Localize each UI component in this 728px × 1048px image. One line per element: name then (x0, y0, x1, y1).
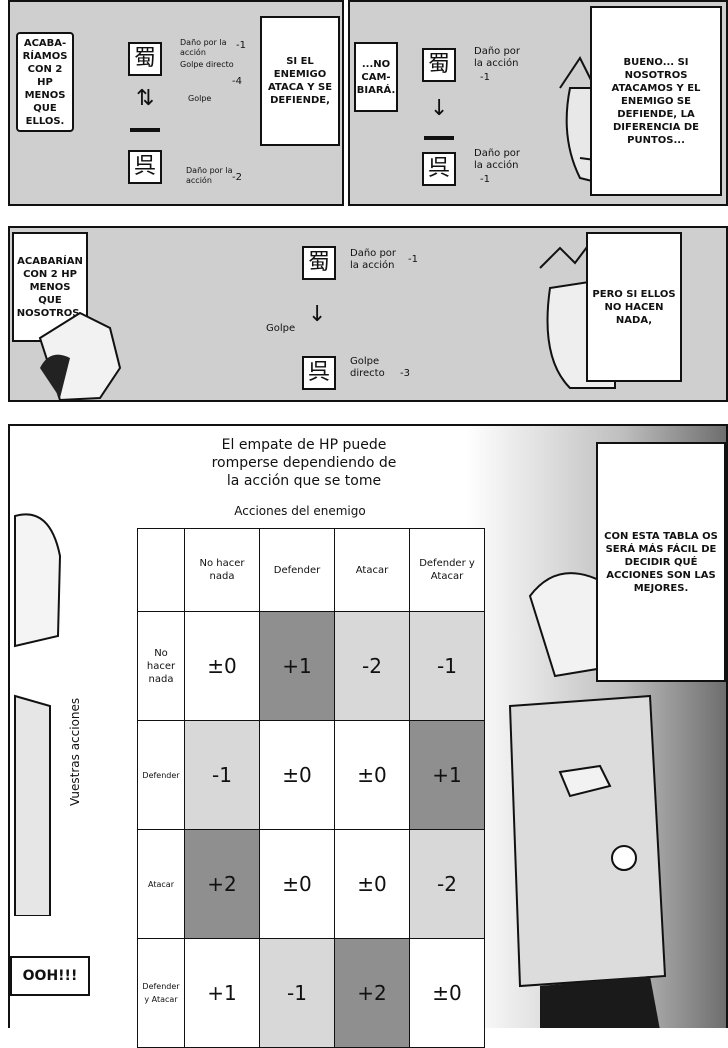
label-dano-bottom: Daño por la acción (186, 166, 233, 185)
value-dano-bottom: -1 (480, 174, 490, 185)
action-table: No hacer nada Defender Atacar Defender y… (137, 528, 485, 1048)
table-title: El empate de HP puede romperse dependien… (211, 437, 397, 489)
kanji-shu: 蜀 (302, 246, 336, 280)
table-cell: -1 (259, 938, 335, 1048)
down-arrow-icon: ↓ (430, 96, 449, 121)
divider-bar (130, 128, 160, 132)
kanji-wu: 呉 (302, 356, 336, 390)
character-pointing (508, 572, 667, 1028)
table-cell: -2 (409, 829, 485, 939)
label-dano-top: Daño por la acción (180, 38, 227, 57)
row-header: Defender y Atacar (137, 938, 185, 1048)
value-golpe-directo: -3 (400, 368, 410, 379)
speech-bubble-right: BUENO... SI NOSOTROS ATACAMOS Y EL ENEMI… (590, 6, 722, 196)
speech-bubble-right: PERO SI ELLOS NO HACEN NADA, (586, 232, 682, 382)
speech-bubble-left: ACABARÍAN CON 2 HP MENOS QUE NOSOTROS. (12, 232, 88, 342)
row-header: No hacer nada (137, 611, 185, 721)
table-cell: +1 (184, 938, 260, 1048)
col-header: Atacar (334, 528, 410, 612)
kanji-shu: 蜀 (128, 42, 162, 76)
speech-bubble-right: SI EL ENEMIGO ATACA Y SE DEFIENDE, (260, 16, 340, 146)
label-golpe: Golpe (188, 94, 212, 103)
character-left-partial (14, 513, 62, 916)
table-cell: -1 (409, 611, 485, 721)
table-cell: ±0 (259, 720, 335, 830)
kanji-wu: 呉 (128, 150, 162, 184)
table-cell: ±0 (184, 611, 260, 721)
speech-bubble-right: CON ESTA TABLA OS SERÁ MÁS FÁCIL DE DECI… (596, 442, 726, 682)
label-golpe: Golpe (266, 323, 296, 334)
table-corner (137, 528, 185, 612)
table-cell: ±0 (334, 720, 410, 830)
label-golpe-directo: Golpe directo (350, 356, 385, 379)
table-cell: -1 (184, 720, 260, 830)
label-dano-top: Daño por la acción (474, 46, 521, 69)
row-header: Atacar (137, 829, 185, 939)
speech-bubble-left: ACABA-RÍAMOS CON 2 HP MENOS QUE ELLOS. (16, 32, 74, 132)
value-dano-top: -1 (480, 72, 490, 83)
table-cell: +2 (334, 938, 410, 1048)
table-cell: ±0 (259, 829, 335, 939)
panel-2: ...NO CAM-BIARÁ. 蜀 ↓ 呉 Daño por la acció… (348, 0, 728, 206)
speech-bubble-left: OOH!!! (10, 956, 90, 996)
table-cell: ±0 (334, 829, 410, 939)
panel-3: ACABARÍAN CON 2 HP MENOS QUE NOSOTROS. 蜀… (8, 226, 728, 402)
kanji-shu: 蜀 (422, 48, 456, 82)
value-dano-bottom: -2 (232, 172, 242, 183)
table-cell: +1 (409, 720, 485, 830)
character-left-head (38, 311, 122, 400)
speech-bubble-left: ...NO CAM-BIARÁ. (354, 42, 398, 112)
table-cell: +1 (259, 611, 335, 721)
label-dano-bottom: Daño por la acción (474, 148, 521, 171)
col-header: No hacer nada (184, 528, 260, 612)
value-dano-top: -1 (236, 40, 246, 51)
label-golpe-directo: Golpe directo (180, 60, 234, 69)
down-arrow-icon: ↓ (308, 302, 327, 327)
col-header: Defender (259, 528, 335, 612)
panel-1: ACABA-RÍAMOS CON 2 HP MENOS QUE ELLOS. 蜀… (8, 0, 344, 206)
label-dano: Daño por la acción (350, 248, 397, 271)
divider-bar (424, 136, 454, 140)
value-dano: -1 (408, 254, 418, 265)
table-cell: +2 (184, 829, 260, 939)
value-total-top: -4 (232, 76, 242, 87)
kanji-wu: 呉 (422, 152, 456, 186)
your-actions-label: Vuestras acciones (68, 697, 82, 806)
double-arrow-icon: ⇅ (136, 86, 155, 111)
table-cell: ±0 (409, 938, 485, 1048)
table-cell: -2 (334, 611, 410, 721)
row-header: Defender (137, 720, 185, 830)
col-header: Defender y Atacar (409, 528, 485, 612)
enemy-actions-label: Acciones del enemigo (234, 504, 366, 518)
